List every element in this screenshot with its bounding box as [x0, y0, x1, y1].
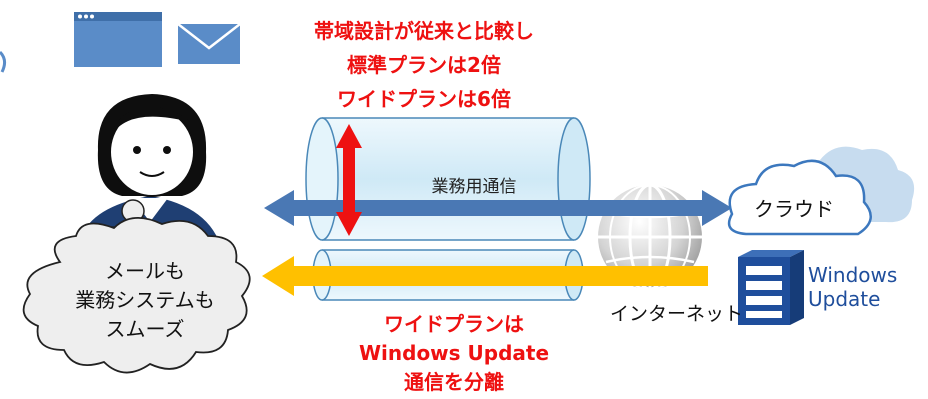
- bubble-line-2: 業務システムも: [75, 288, 214, 312]
- upper-pipe: [305, 117, 591, 241]
- business-traffic-arrow: [264, 190, 732, 226]
- separation-note-line-3: 通信を分離: [404, 370, 504, 394]
- bubble-line-3: スムーズ: [106, 317, 185, 341]
- cloud-label: クラウド: [754, 197, 834, 221]
- windows-update-label-line-1: Windows: [808, 263, 897, 287]
- business-traffic-label: 業務用通信: [432, 177, 517, 197]
- separation-note-line-2: Windows Update: [359, 341, 549, 365]
- headline-line-3: ワイドプランは6倍: [337, 87, 511, 111]
- windows-update-label-line-2: Update: [808, 287, 880, 311]
- headline-line-2: 標準プランは2倍: [347, 53, 501, 77]
- separation-note-line-1: ワイドプランは: [384, 312, 524, 336]
- edge-arc-decoration: [0, 50, 7, 73]
- cloud-icon: [727, 146, 915, 236]
- mail-icon: [177, 23, 241, 64]
- windows-update-traffic-arrow: [262, 256, 708, 296]
- headline-line-1: 帯域設計が従来と比較し: [314, 19, 534, 43]
- server-icon: [738, 250, 804, 325]
- bandwidth-arrow: [336, 124, 362, 236]
- bubble-line-1: メールも: [105, 259, 185, 283]
- browser-window-icon: [74, 12, 162, 67]
- thought-bubble: [22, 199, 251, 374]
- internet-label: インターネット: [610, 303, 743, 325]
